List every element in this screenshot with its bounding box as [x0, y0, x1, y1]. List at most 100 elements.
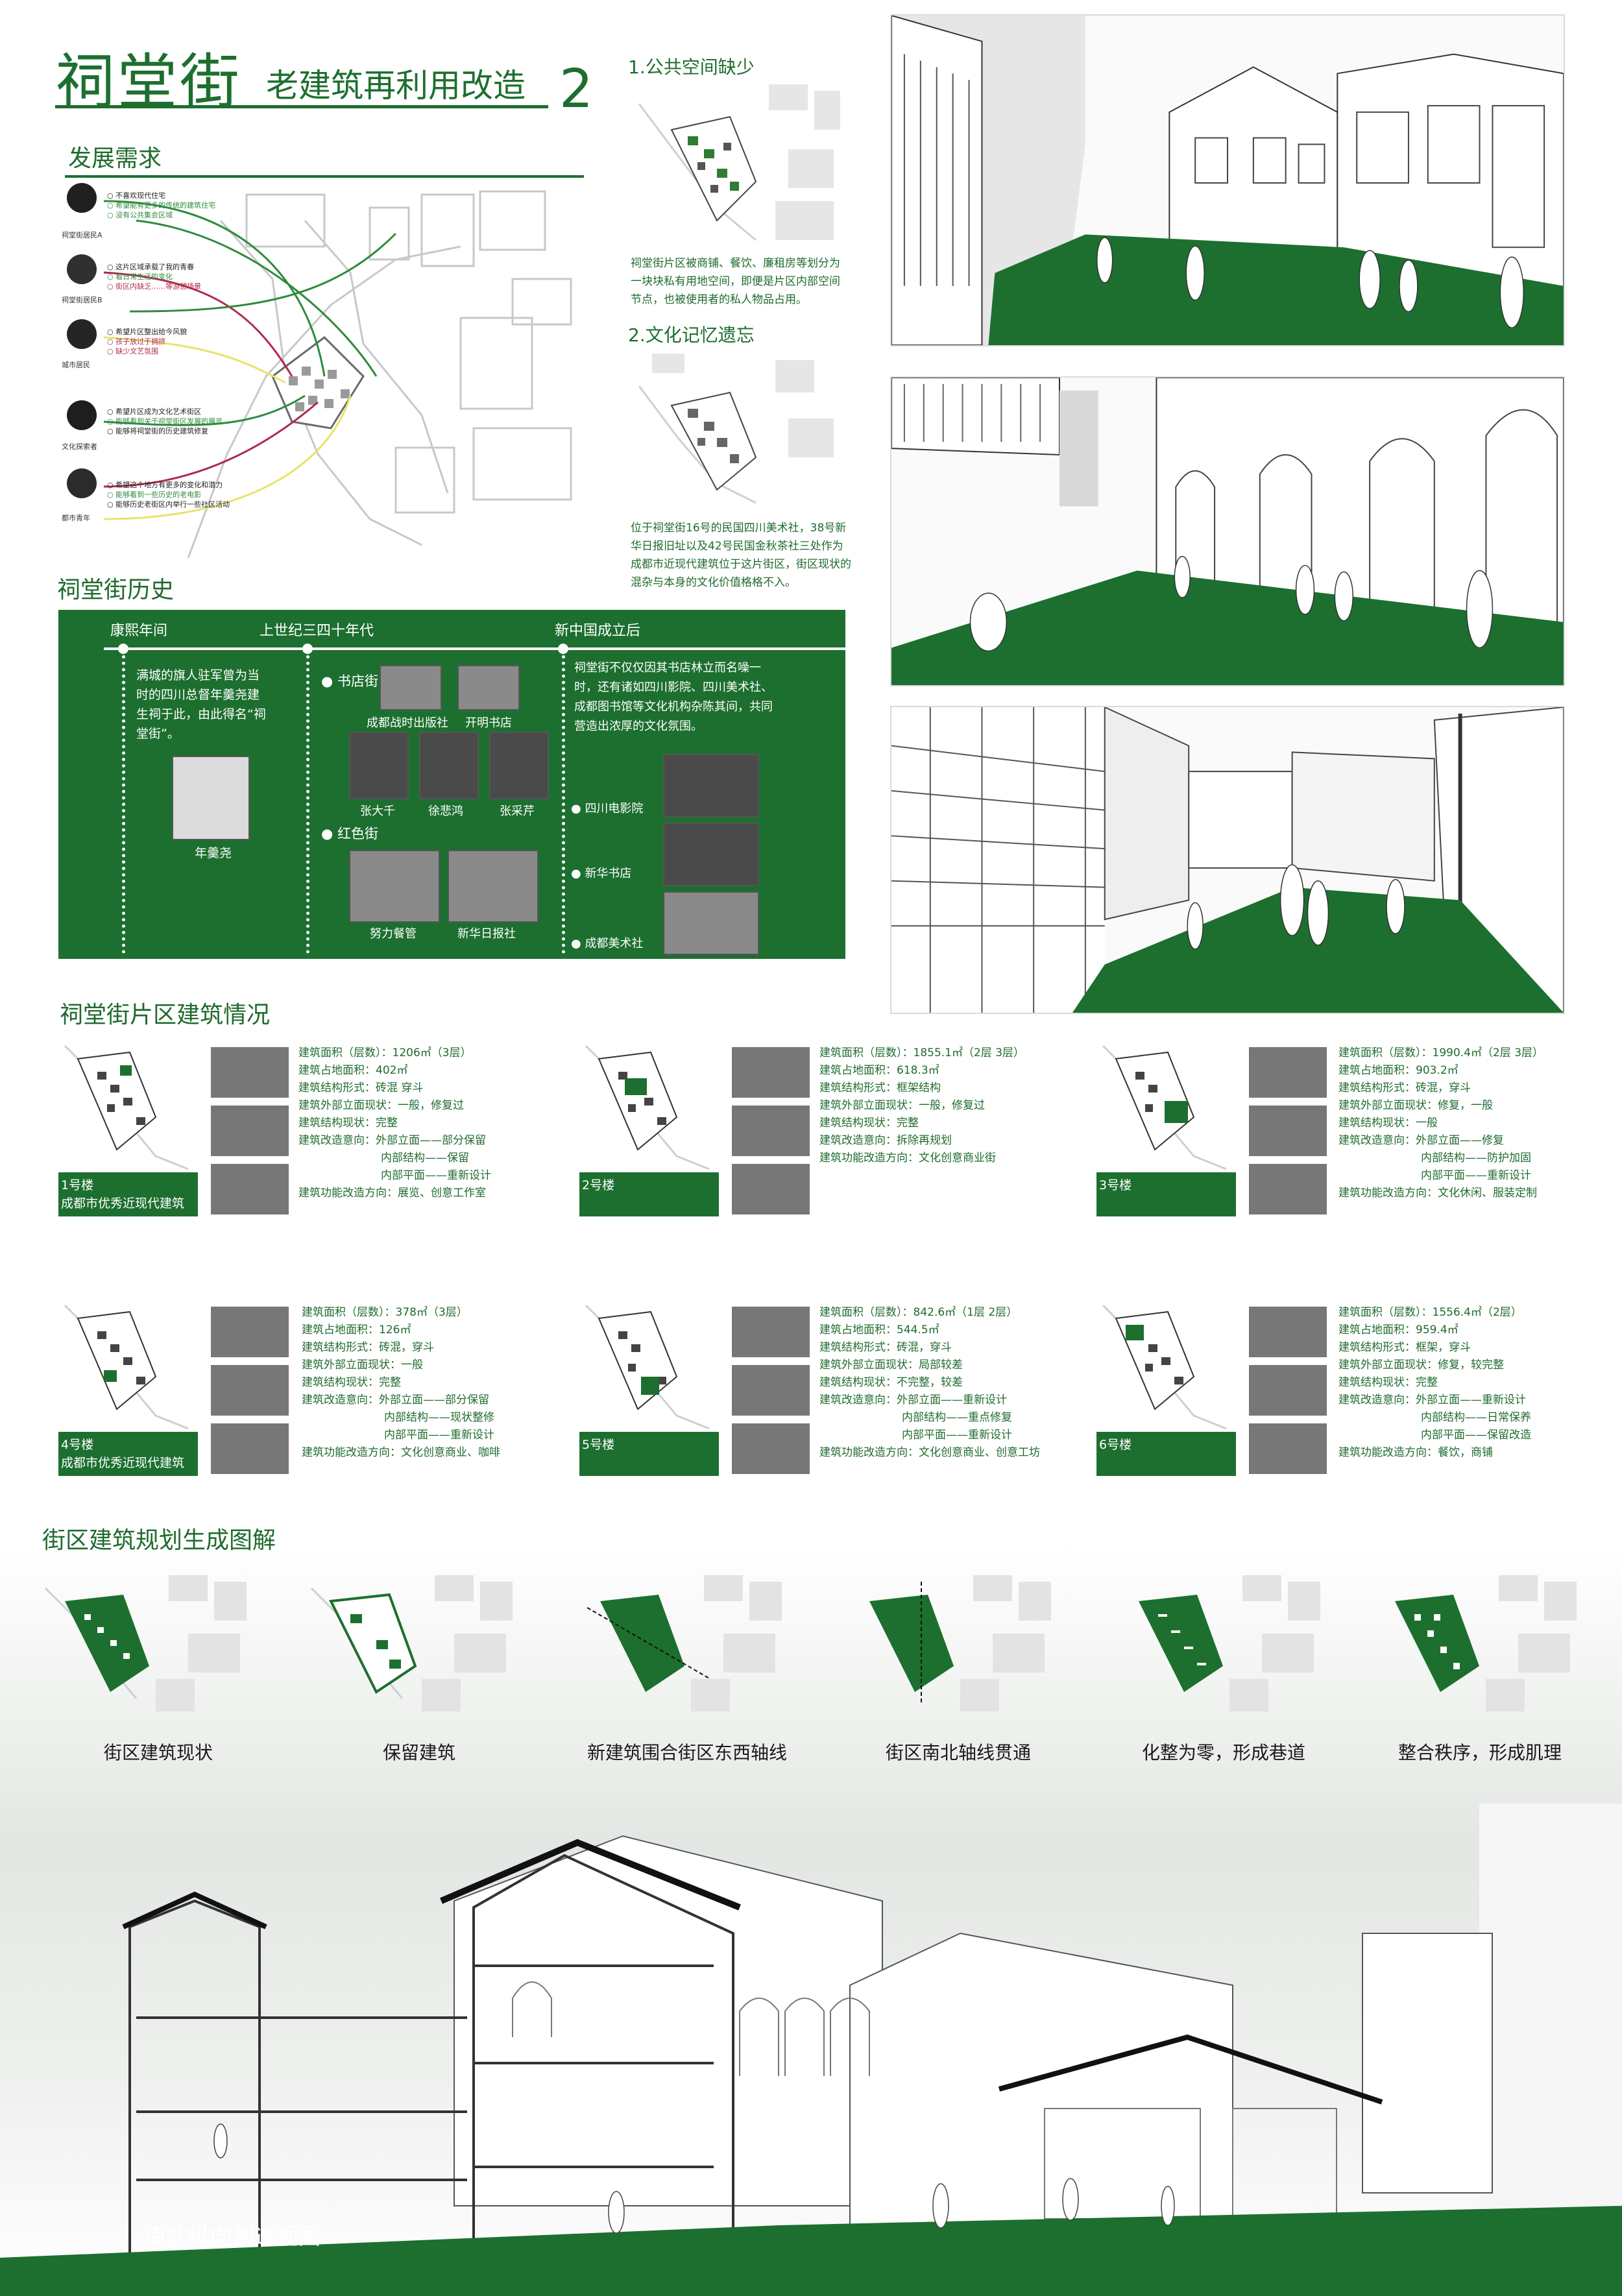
planning-steps: 街区建筑现状 保留建筑 新建筑围合街区东西轴线 街区南北轴线贯通 化整为零，形成… — [39, 1569, 1596, 1776]
portrait-photo — [172, 756, 250, 840]
building-label: 5号楼 — [579, 1432, 719, 1476]
person-avatar — [67, 183, 97, 213]
needs-heading-line — [65, 175, 584, 178]
needs-heading: 发展需求 — [68, 145, 162, 172]
needs-site-map — [103, 190, 572, 558]
step-caption: 化整为零，形成巷道 — [1142, 1742, 1306, 1763]
section-caption: 南北纵向剖透视图 — [144, 2224, 321, 2250]
person-line: ○ 不喜欢现代住宅○ 希望能有更多的传统的建筑住宅○ 没有公共集会区域 — [107, 191, 216, 219]
issue-map-2 — [638, 354, 834, 504]
issue-heading-2: 2.文化记忆遗忘 — [628, 324, 755, 346]
portrait-caption: 年羹尧 — [195, 846, 232, 860]
red-caption: 努力餐管 — [370, 927, 417, 941]
building-photo — [732, 1106, 810, 1156]
building-card: 4号楼 成都市优秀近现代建筑 建筑面积（层数）：378㎡（3层）建筑占地面积：1… — [58, 1299, 571, 1480]
book-photo — [457, 665, 520, 710]
timeline-vline — [306, 655, 309, 954]
person-avatar — [67, 254, 97, 284]
building-photo — [1249, 1423, 1327, 1474]
planning-heading: 街区建筑规划生成图解 — [42, 1527, 276, 1554]
person-line: ○ 这片区域承载了我的青春○ 看日常生活的变化○ 街区内缺乏……等游憩场景 — [107, 263, 202, 291]
page-number: 2 — [559, 58, 594, 120]
building-photo — [211, 1047, 289, 1098]
street-render-2 — [890, 376, 1565, 686]
street-render-3 — [890, 706, 1565, 1014]
bookstreet-label: ● 书店街 — [321, 673, 378, 689]
building-photo — [1249, 1047, 1327, 1098]
building-label: 4号楼 成都市优秀近现代建筑 — [58, 1432, 198, 1476]
building-key-map — [585, 1304, 710, 1430]
building-photo — [1249, 1164, 1327, 1214]
book-caption: 成都战时出版社 — [367, 716, 448, 730]
step-map — [1139, 1575, 1320, 1711]
building-photo — [732, 1365, 810, 1416]
step-caption: 街区南北轴线贯通 — [886, 1742, 1032, 1763]
person-line: ○ 希望片区整出给今风貌○ 孩子放过于拥挤○ 缺少文艺氛围 — [107, 328, 188, 356]
history-panel: 康熙年间 上世纪三四十年代 新中国成立后 满城的旗人驻军曾为当时的四川总督年羹尧… — [58, 610, 863, 959]
building-label: 3号楼 — [1096, 1172, 1236, 1216]
person-name: 城市居民 — [62, 361, 90, 369]
redstreet-label: ● 红色街 — [321, 826, 378, 841]
building-photo — [211, 1423, 289, 1474]
modern-item: ● 四川电影院 — [571, 802, 644, 816]
page-subtitle: 老建筑再利用改造 — [266, 67, 526, 104]
street-render-1 — [890, 14, 1565, 346]
issue-text-2: 位于祠堂街16号的民国四川美术社，38号新华日报旧址以及42号民国金秋茶社三处作… — [631, 522, 851, 589]
modern-item: ● 新华书店 — [571, 867, 632, 880]
building-photo — [732, 1047, 810, 1098]
timeline-dot — [558, 644, 568, 654]
building-photo — [1249, 1106, 1327, 1156]
building-label: 1号楼 成都市优秀近现代建筑 — [58, 1172, 198, 1216]
building-photo — [211, 1307, 289, 1357]
step-caption: 保留建筑 — [383, 1742, 456, 1763]
person-avatar — [67, 319, 97, 349]
person-name: 祠堂街居民B — [62, 296, 103, 304]
person-name: 都市青年 — [62, 514, 90, 522]
step-caption: 新建筑围合街区东西轴线 — [587, 1742, 788, 1763]
step-caption: 街区建筑现状 — [104, 1742, 213, 1763]
building-key-map — [1102, 1304, 1227, 1430]
person-name: 祠堂街居民A — [62, 231, 103, 239]
timeline-vline — [562, 655, 565, 954]
building-photo — [211, 1106, 289, 1156]
timeline-vline — [122, 655, 125, 954]
building-label: 6号楼 — [1096, 1432, 1236, 1476]
person-avatar — [67, 468, 97, 498]
red-caption: 新华日报社 — [457, 927, 516, 941]
issue-heading-1: 1.公共空间缺少 — [628, 56, 755, 78]
person-caption: 张采芹 — [500, 804, 535, 818]
issue-map-1 — [638, 84, 840, 241]
person-caption: 徐悲鸿 — [428, 804, 463, 818]
modern-photo — [663, 754, 759, 817]
building-key-map — [64, 1045, 189, 1170]
kangxi-text: 满城的旗人驻军曾为当时的四川总督年羹尧建生祠于此，由此得名“祠堂街”。 — [136, 668, 266, 741]
building-photo — [1249, 1307, 1327, 1357]
step-map — [310, 1575, 513, 1711]
building-photo — [211, 1164, 289, 1214]
person-line: ○ 希望片区成为文化艺术街区○ 能够看到关于祠堂街区发展的展览○ 能够将祠堂街的… — [107, 407, 223, 435]
modern-item: ● 成都美术社 — [571, 937, 644, 950]
building-photo — [732, 1423, 810, 1474]
buildings-heading: 祠堂街片区建筑情况 — [60, 1002, 271, 1028]
modern-photo — [663, 823, 759, 886]
person-photo — [489, 732, 549, 799]
person-name: 文化探索者 — [62, 442, 97, 451]
building-key-map — [64, 1304, 189, 1430]
building-key-map — [1102, 1045, 1227, 1170]
building-card: 2号楼 建筑面积（层数）：1855.1㎡（2层 3层）建筑占地面积：618.3㎡… — [579, 1039, 1092, 1221]
red-photo — [448, 850, 539, 923]
building-photo — [732, 1164, 810, 1214]
title-underline — [55, 105, 548, 108]
era-label: 康熙年间 — [110, 623, 168, 639]
building-photo — [211, 1365, 289, 1416]
building-photo — [732, 1307, 810, 1357]
modern-photo — [663, 891, 759, 955]
timeline-axis — [104, 647, 863, 650]
